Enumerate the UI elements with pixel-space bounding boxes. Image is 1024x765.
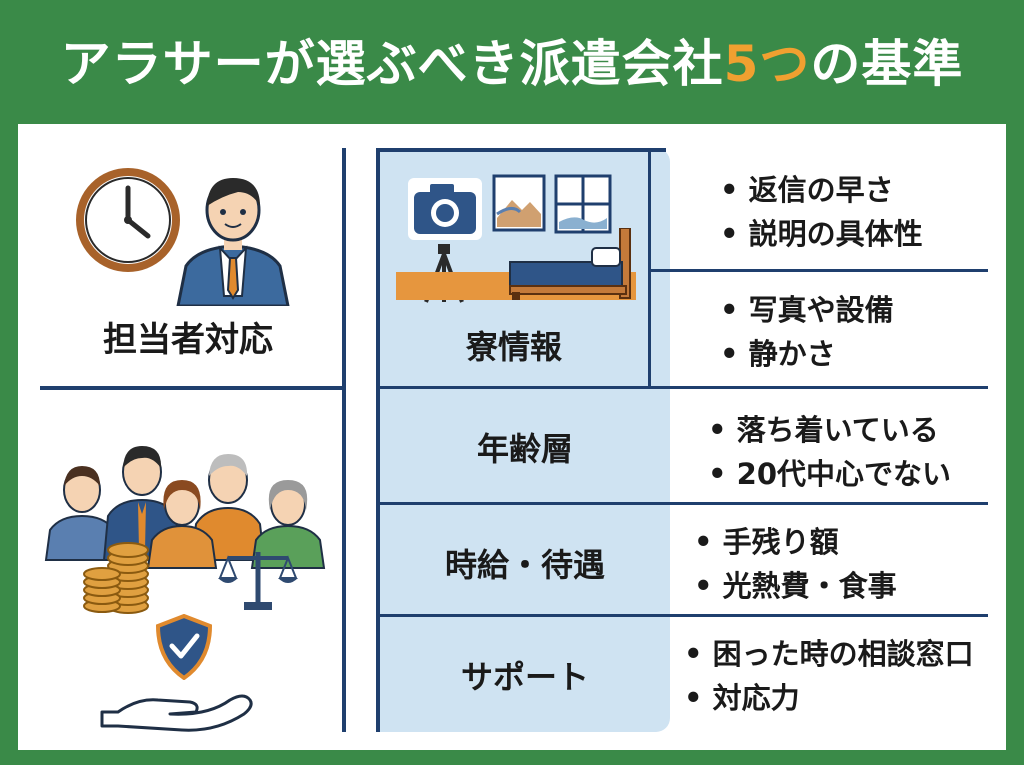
bullet-item: • 静かさ bbox=[720, 337, 836, 371]
row-divider-2 bbox=[376, 502, 988, 505]
people-group-icon bbox=[44, 446, 326, 569]
category-left-border bbox=[376, 148, 380, 732]
window-icon bbox=[554, 174, 612, 234]
title-tail: の基準 bbox=[810, 35, 964, 93]
bullet-item: • 対応力 bbox=[684, 681, 800, 715]
bullet-item: • 手残り額 bbox=[694, 525, 839, 559]
businessman-icon bbox=[176, 178, 290, 306]
left-divider-horizontal bbox=[40, 386, 344, 390]
label-wage-conditions: 時給・待遇 bbox=[444, 546, 605, 584]
coins-icon bbox=[83, 542, 149, 614]
title-main: アラサーが選ぶべき派遣会社 bbox=[60, 35, 724, 93]
scale-icon bbox=[218, 552, 298, 610]
row-divider-3 bbox=[376, 614, 988, 617]
bullet-item: • 20代中心でない bbox=[708, 457, 951, 491]
bullet-item: • 光熱費・食事 bbox=[694, 569, 897, 603]
title-accent: 5つ bbox=[723, 35, 811, 93]
content-panel: 担当者対応 bbox=[18, 124, 1006, 750]
label-dorm-info: 寮情報 bbox=[465, 328, 562, 366]
camera-icon bbox=[408, 178, 482, 240]
label-support: サポート bbox=[460, 658, 589, 696]
clock-icon bbox=[76, 168, 180, 272]
bullet-item: • 落ち着いている bbox=[708, 413, 939, 447]
left-divider-vertical bbox=[342, 148, 346, 732]
hand-icon bbox=[100, 694, 253, 732]
label-age-group: 年齢層 bbox=[476, 430, 573, 468]
bullet-item: • 返信の早さ bbox=[720, 173, 894, 207]
sub-divider-horizontal bbox=[648, 269, 988, 272]
sub-divider-vertical bbox=[648, 148, 651, 388]
bullet-item: • 困った時の相談窓口 bbox=[684, 637, 974, 671]
picture-icon bbox=[492, 174, 546, 232]
label-staff-response: 担当者対応 bbox=[103, 320, 273, 360]
row-divider-1 bbox=[376, 386, 988, 389]
category-top-border bbox=[376, 148, 666, 152]
bullet-item: • 写真や設備 bbox=[720, 293, 894, 327]
shield-check-icon bbox=[155, 614, 213, 680]
bed-icon bbox=[509, 228, 631, 300]
bullet-item: • 説明の具体性 bbox=[720, 217, 923, 251]
